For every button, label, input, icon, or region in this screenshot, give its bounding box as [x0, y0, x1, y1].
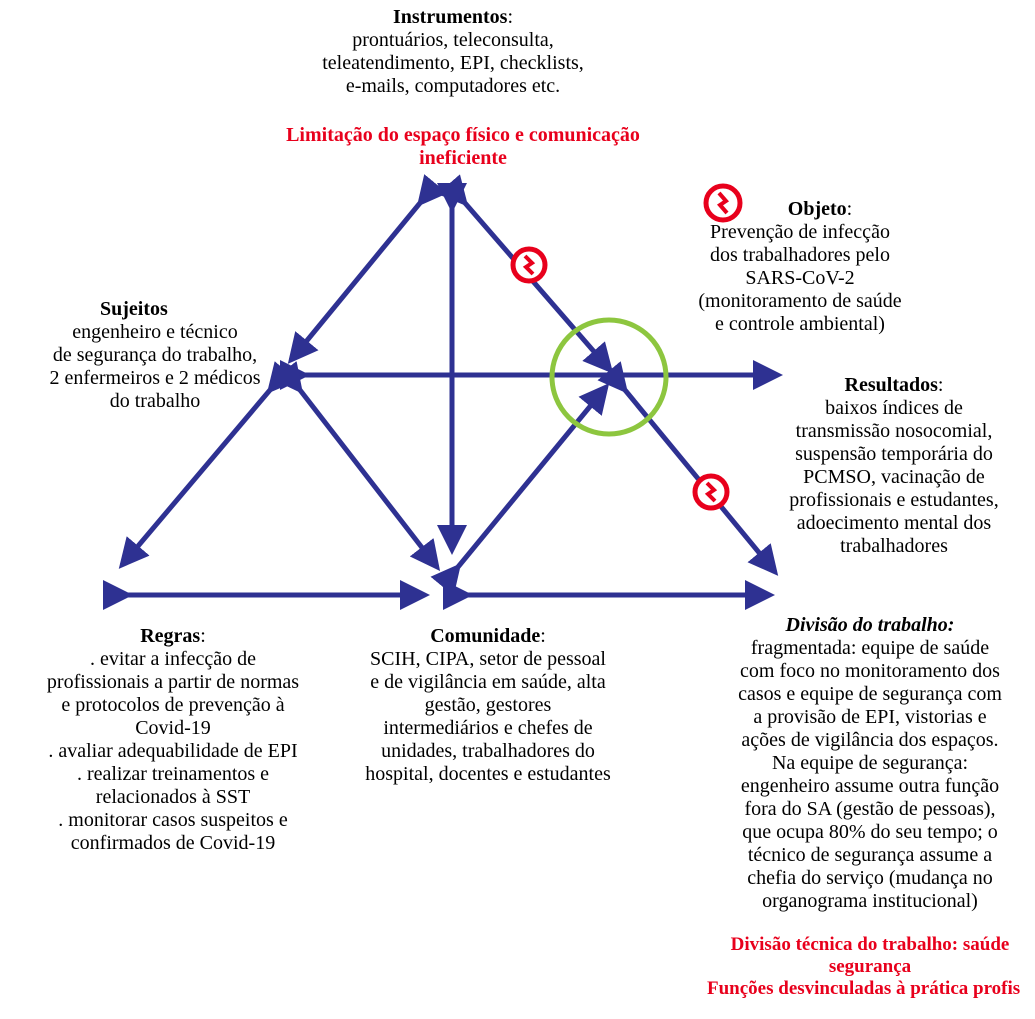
contradiction-line: Divisão técnica do trabalho: saúde [730, 934, 1010, 955]
divisao-line: Na equipe de segurança: [771, 752, 968, 774]
instrumentos-line: prontuários, teleconsulta, [352, 29, 554, 51]
divisao-line: fora do SA (gestão de pessoas), [744, 798, 996, 820]
divisao-line: com foco no monitoramento dos [740, 660, 1000, 682]
regras-line: e protocolos de prevenção à [61, 694, 285, 716]
resultados-title: Resultados [844, 374, 938, 396]
contradiction-icon [692, 473, 730, 511]
divisao-line: casos e equipe de segurança com [738, 683, 1002, 705]
divisao-line: técnico de segurança assume a [747, 844, 993, 866]
contradiction-line: ineficiente [419, 147, 507, 169]
resultados-line: trabalhadores [840, 535, 948, 557]
regras-line: confirmados de Covid-19 [70, 832, 276, 854]
regras-line: . evitar a infecção de [89, 648, 256, 670]
resultados-node: Resultados: baixos índices de transmissã… [758, 374, 1030, 558]
sujeitos-line: engenheiro e técnico [72, 321, 238, 343]
regras-line: . monitorar casos suspeitos e [58, 809, 288, 831]
comunidade-line: intermediários e chefes de [383, 717, 593, 739]
regras-node: Regras: . evitar a infecção de profissio… [8, 625, 338, 855]
instrumentos-line: teleatendimento, EPI, checklists, [322, 52, 584, 74]
instrumentos-title: Instrumentos [392, 6, 508, 28]
instrumentos-line: e-mails, computadores etc. [345, 75, 561, 97]
resultados-line: PCMSO, vacinação de [803, 466, 985, 488]
divisao-line: organograma institucional) [762, 890, 978, 912]
objeto-node: Objeto: Prevenção de infecção dos trabal… [670, 198, 930, 336]
regras-line: . avaliar adequabilidade de EPI [48, 740, 298, 762]
comunidade-line: hospital, docentes e estudantes [365, 763, 611, 785]
regras-line: relacionados à SST [95, 786, 251, 808]
objeto-line: Prevenção de infecção [710, 221, 890, 243]
resultados-line: suspensão temporária do [795, 443, 993, 465]
sujeitos-title: Sujeitos [100, 298, 168, 320]
arrow-instrumentos-objeto [437, 174, 614, 374]
regras-line: . realizar treinamentos e [76, 763, 270, 785]
resultados-line: adoecimento mental dos [796, 512, 992, 534]
divisao-line: a provisão de EPI, vistorias e [753, 706, 987, 728]
contradiction-icon [510, 246, 548, 284]
divisao-line: ações de vigilância dos espaços. [741, 729, 999, 751]
contradiction-line: segurança [828, 956, 912, 977]
comunidade-line: e de vigilância em saúde, alta [370, 671, 606, 693]
regras-line: Covid-19 [135, 717, 211, 739]
objeto-title: Objeto [787, 198, 847, 220]
contradiction-line: Funções desvinculadas à prática profis [707, 978, 1021, 999]
sujeitos-node: Sujeitos engenheiro e técnico de seguran… [10, 298, 300, 413]
divisao-contradiction: Divisão técnica do trabalho: saúde segur… [705, 934, 1035, 1000]
resultados-line: baixos índices de [825, 397, 963, 419]
instrumentos-node: Instrumentos: prontuários, teleconsulta,… [253, 6, 653, 98]
arrow-sujeitos-comunidade [272, 361, 441, 571]
divisao-node: Divisão do trabalho: fragmentada: equipe… [705, 614, 1035, 913]
objeto-line: dos trabalhadores pelo [710, 244, 890, 266]
resultados-line: transmissão nosocomial, [795, 420, 993, 442]
sujeitos-line: do trabalho [109, 390, 201, 412]
divisao-line: engenheiro assume outra função [740, 775, 1000, 797]
comunidade-title: Comunidade [430, 625, 541, 647]
comunidade-line: gestão, gestores [424, 694, 552, 716]
arrow-sujeitos-regras [118, 361, 298, 569]
sujeitos-line: 2 enfermeiros e 2 médicos [49, 367, 261, 389]
divisao-title: Divisão do trabalho: [785, 614, 955, 636]
divisao-line: que ocupa 80% do seu tempo; o [742, 821, 998, 843]
comunidade-line: unidades, trabalhadores do [381, 740, 595, 762]
sujeitos-line: de segurança do trabalho, [52, 344, 258, 366]
objeto-line: e controle ambiental) [715, 313, 885, 335]
resultados-line: profissionais e estudantes, [789, 489, 999, 511]
comunidade-line: SCIH, CIPA, setor de pessoal [370, 648, 606, 670]
divisao-line: fragmentada: equipe de saúde [750, 637, 990, 659]
arrow-instrumentos-sujeitos [287, 174, 448, 364]
contradiction-line: Limitação do espaço físico e comunicação [286, 124, 640, 146]
object-focus-circle [549, 317, 669, 437]
comunidade-node: Comunidade: SCIH, CIPA, setor de pessoal… [333, 625, 643, 786]
regras-line: profissionais a partir de normas [46, 671, 300, 693]
objeto-line: (monitoramento de saúde [698, 290, 902, 312]
regras-title: Regras [140, 625, 201, 647]
arrow-comunidade-objeto [430, 383, 610, 596]
contradiction-icon [703, 183, 743, 223]
instrumentos-contradiction: Limitação do espaço físico e comunicação… [228, 124, 698, 170]
objeto-line: SARS-CoV-2 [745, 267, 855, 289]
divisao-line: chefia do serviço (mudança no [747, 867, 993, 889]
